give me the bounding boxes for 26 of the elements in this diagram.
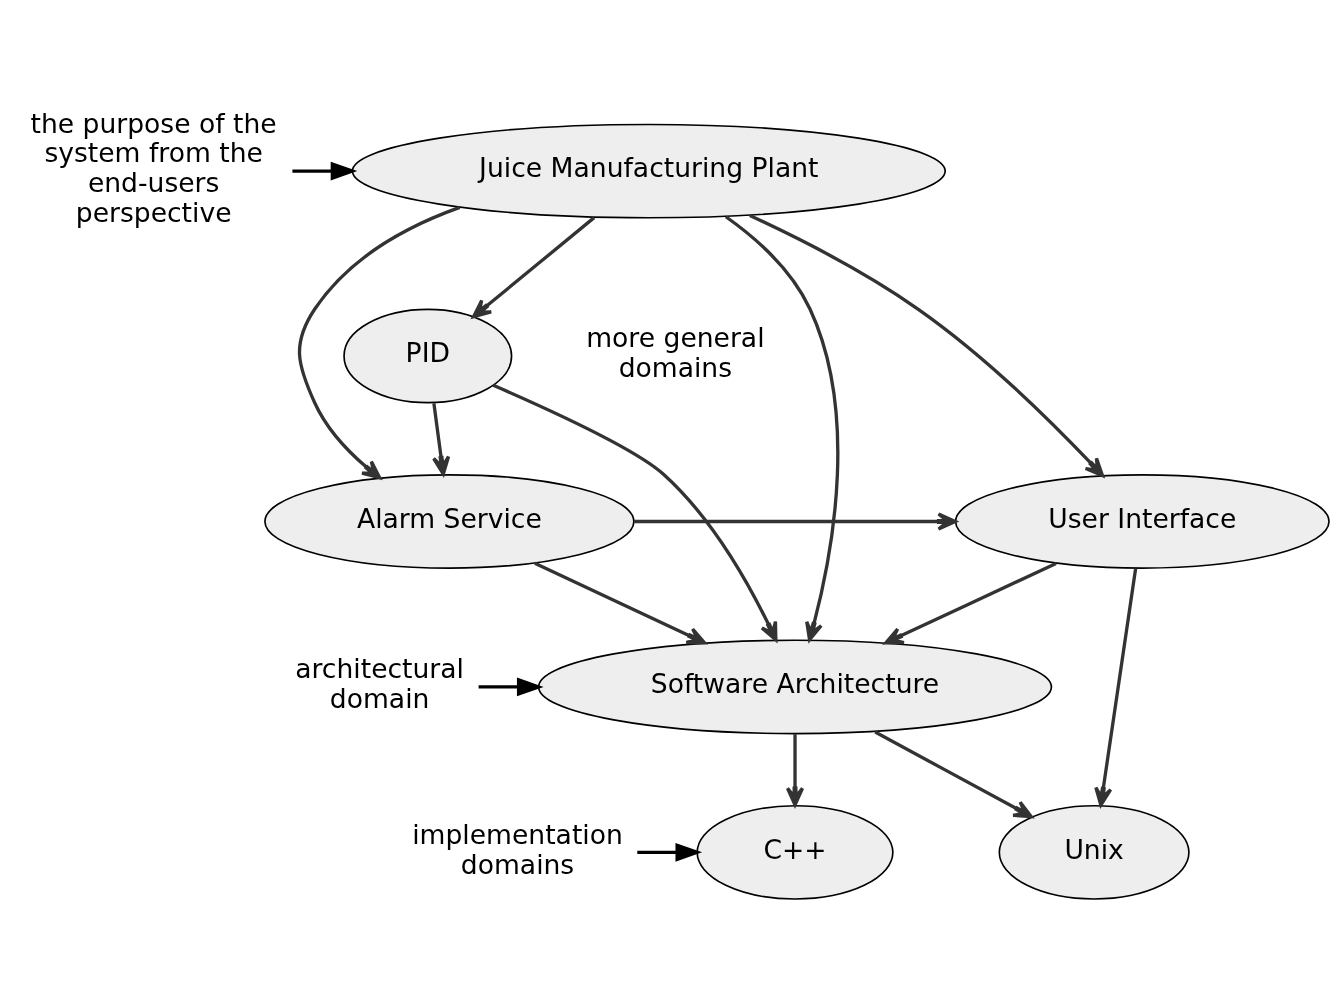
arrow	[432, 402, 451, 476]
arrow	[884, 561, 1057, 645]
arrow	[478, 677, 544, 696]
node-ellipse: PID	[343, 308, 513, 403]
arrow	[724, 214, 840, 641]
arrow	[292, 161, 358, 180]
arrow	[1094, 567, 1138, 807]
arrow	[637, 842, 703, 862]
arrow	[634, 511, 957, 531]
node-text: architectural domain	[295, 652, 464, 714]
node-ellipse: Juice Manufacturing Plant	[351, 123, 947, 219]
arrow	[874, 730, 1033, 818]
arrow	[297, 205, 461, 479]
node-ellipse: User Interface	[954, 473, 1330, 569]
node-ellipse: Alarm Service	[264, 473, 635, 569]
arrow	[492, 383, 778, 641]
arrow	[534, 561, 707, 644]
arrow	[785, 733, 805, 807]
arrow	[471, 215, 596, 318]
node-ellipse: Unix	[998, 804, 1190, 900]
node-text: the purpose of the system from the end-users perspective	[30, 107, 277, 228]
label: more general domains	[586, 321, 765, 383]
node-ellipse: Software Architecture	[537, 638, 1053, 734]
arrow	[749, 213, 1105, 477]
node-text: implementation domains	[412, 818, 623, 880]
node-ellipse: C++	[696, 804, 894, 900]
